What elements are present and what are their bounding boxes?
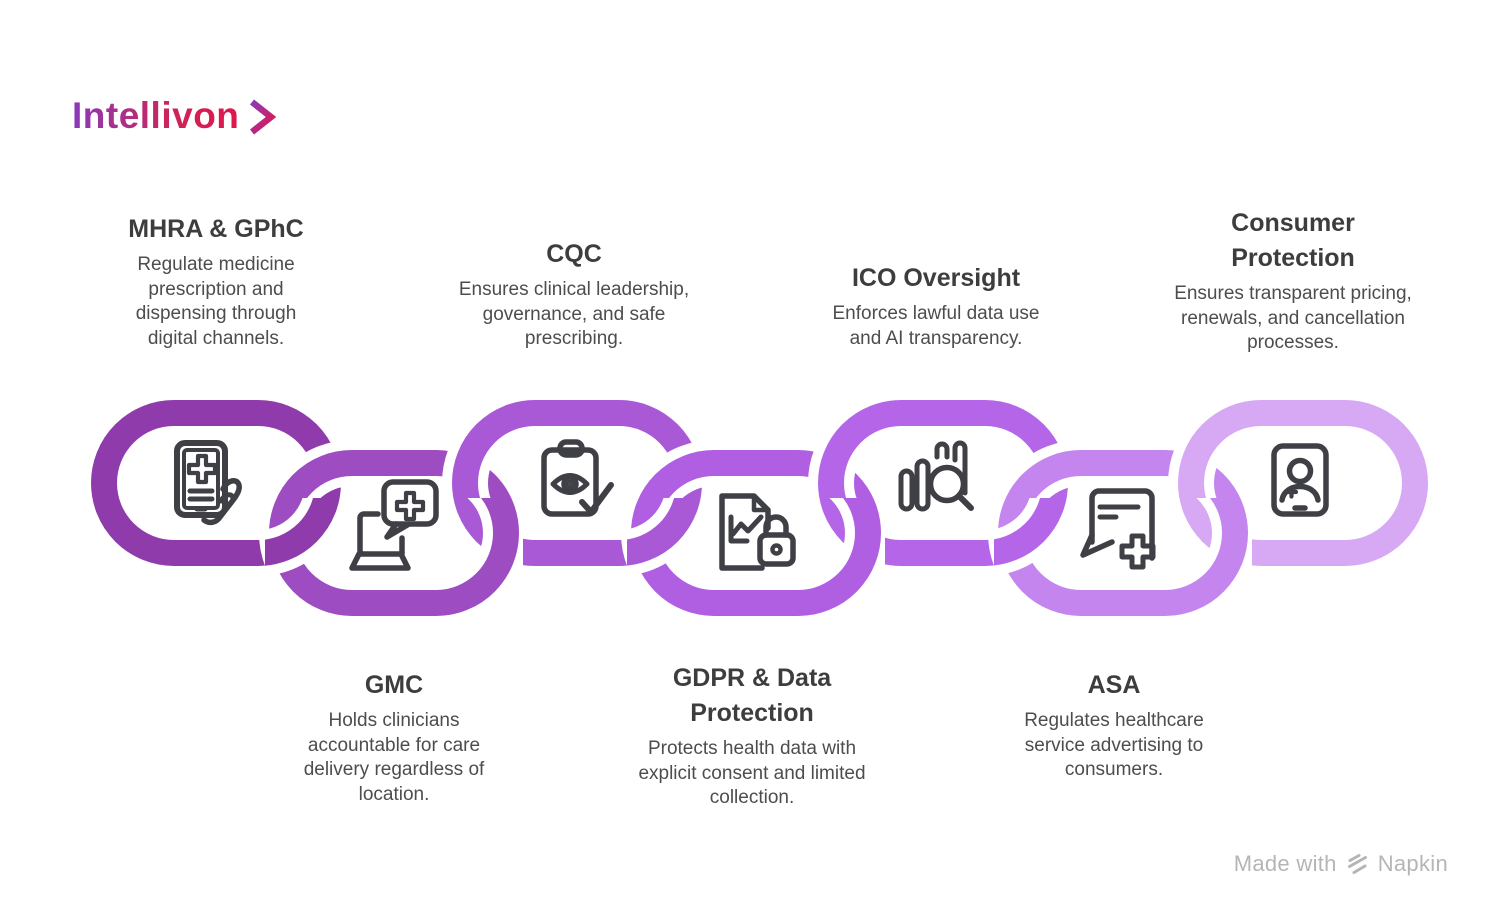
brand-logo-text: Intellivon (72, 95, 240, 136)
node-title: CQC (546, 240, 602, 268)
chart-magnifier-icon (898, 440, 974, 512)
node-title: Consumer Protection (1231, 209, 1355, 272)
chevron-right-icon (250, 99, 277, 135)
brand-logo: Intellivon (72, 95, 277, 137)
node-description: Regulate medicine prescription and dispe… (135, 254, 297, 349)
document-lock-icon (719, 493, 796, 571)
node-label-gdpr: GDPR & Data Protection Protects health d… (592, 661, 912, 811)
node-label-asa: ASA Regulates healthcare service adverti… (954, 668, 1274, 783)
node-description: Ensures clinical leadership, governance,… (458, 279, 690, 349)
node-label-ico: ICO Oversight Enforces lawful data use a… (776, 261, 1096, 351)
footer-text: Made with (1233, 851, 1337, 876)
napkin-logo-icon (1347, 854, 1367, 874)
node-label-cqc: CQC Ensures clinical leadership, governa… (414, 237, 734, 352)
node-title: MHRA & GPhC (128, 215, 304, 243)
node-description: Ensures transparent pricing, renewals, a… (1174, 283, 1412, 353)
node-title: ASA (1087, 671, 1141, 699)
chain-icons (174, 439, 1329, 571)
laptop-chat-icon (349, 479, 439, 571)
node-label-gmc: GMC Holds clinicians accountable for car… (234, 668, 554, 807)
clipboard-eye-icon (541, 439, 614, 517)
node-description: Protects health data with explicit conse… (638, 738, 866, 808)
node-description: Enforces lawful data use and AI transpar… (832, 303, 1040, 349)
node-label-mhra-gphc: MHRA & GPhC Regulate medicine prescripti… (56, 212, 376, 351)
node-title: GDPR & Data Protection (672, 664, 832, 727)
patient-id-icon (1271, 443, 1329, 517)
tablet-prescription-icon (174, 440, 242, 526)
made-with-napkin: Made with Napkin (1234, 851, 1448, 877)
node-description: Holds clinicians accountable for care de… (303, 710, 485, 805)
node-title: ICO Oversight (851, 264, 1021, 292)
node-description: Regulates healthcare service advertising… (1024, 710, 1204, 780)
node-title: GMC (364, 671, 424, 699)
node-label-consumer-protection: Consumer Protection Ensures transparent … (1133, 206, 1453, 356)
chat-plus-icon (1080, 488, 1156, 570)
footer-brand: Napkin (1377, 851, 1448, 876)
